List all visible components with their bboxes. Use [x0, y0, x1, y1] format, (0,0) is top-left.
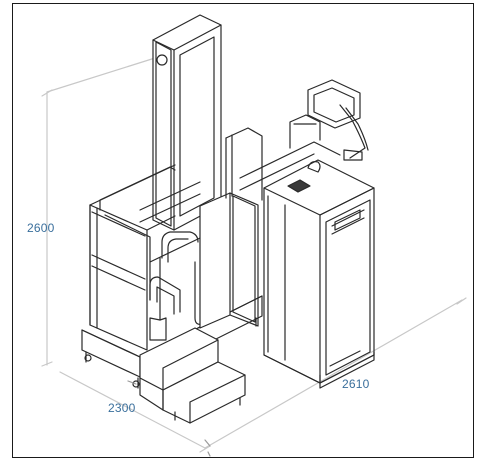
- entry-steps: [139, 327, 246, 424]
- width-dimension-label: 2300: [108, 401, 136, 415]
- rear-frame: [239, 79, 369, 191]
- cabin: [89, 164, 201, 351]
- floor-ticks: [127, 380, 211, 457]
- dimension-lines: [41, 57, 467, 453]
- depth-dimension-label: 2610: [342, 377, 370, 391]
- height-dimension-label: 2600: [27, 221, 55, 235]
- cabinet: [263, 159, 375, 389]
- door-panel: [199, 127, 263, 329]
- tall-column: [152, 14, 222, 231]
